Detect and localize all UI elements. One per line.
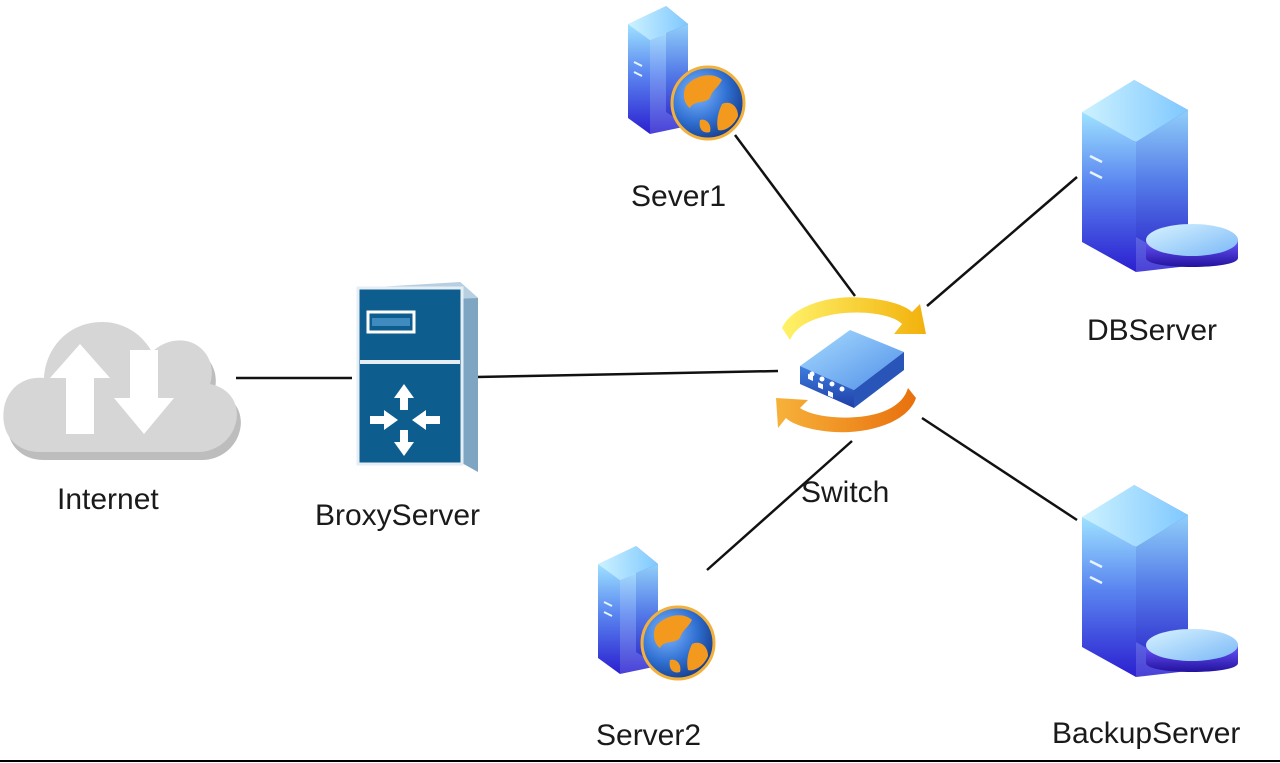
upload-arrow-icon — [50, 344, 110, 434]
proxy-server-label: BroxyServer — [315, 499, 481, 532]
router-arrows-icon — [370, 384, 440, 456]
server1-label: Sever1 — [631, 180, 727, 213]
web-server-icon — [628, 6, 746, 141]
download-arrow-icon — [114, 350, 174, 434]
cloud-icon — [3, 322, 241, 460]
switch-label: Switch — [801, 476, 890, 509]
proxy-server-icon — [356, 282, 478, 472]
edge-server2-switch — [706, 440, 853, 571]
sync-arrow-orange-icon — [776, 388, 916, 433]
server2-label: Server2 — [596, 719, 702, 752]
internet-label: Internet — [57, 483, 159, 516]
globe-icon — [670, 65, 746, 141]
backup-server-label: BackupServer — [1052, 717, 1241, 750]
edge-proxy-switch — [475, 369, 779, 379]
sync-arrow-yellow-icon — [782, 297, 926, 340]
bottom-border — [0, 760, 1280, 762]
edge-server1-switch — [733, 134, 857, 297]
edge-db-switch — [926, 176, 1078, 307]
globe-icon — [640, 605, 716, 681]
web-server-icon — [598, 546, 716, 681]
database-server-icon — [1082, 80, 1238, 272]
edge-backup-switch — [921, 416, 1078, 522]
connections — [236, 134, 1078, 571]
database-icon — [1146, 224, 1238, 267]
network-switch-icon — [776, 297, 926, 433]
database-icon — [1146, 629, 1238, 672]
database-server-icon — [1082, 485, 1238, 677]
db-server-label: DBServer — [1087, 314, 1218, 347]
